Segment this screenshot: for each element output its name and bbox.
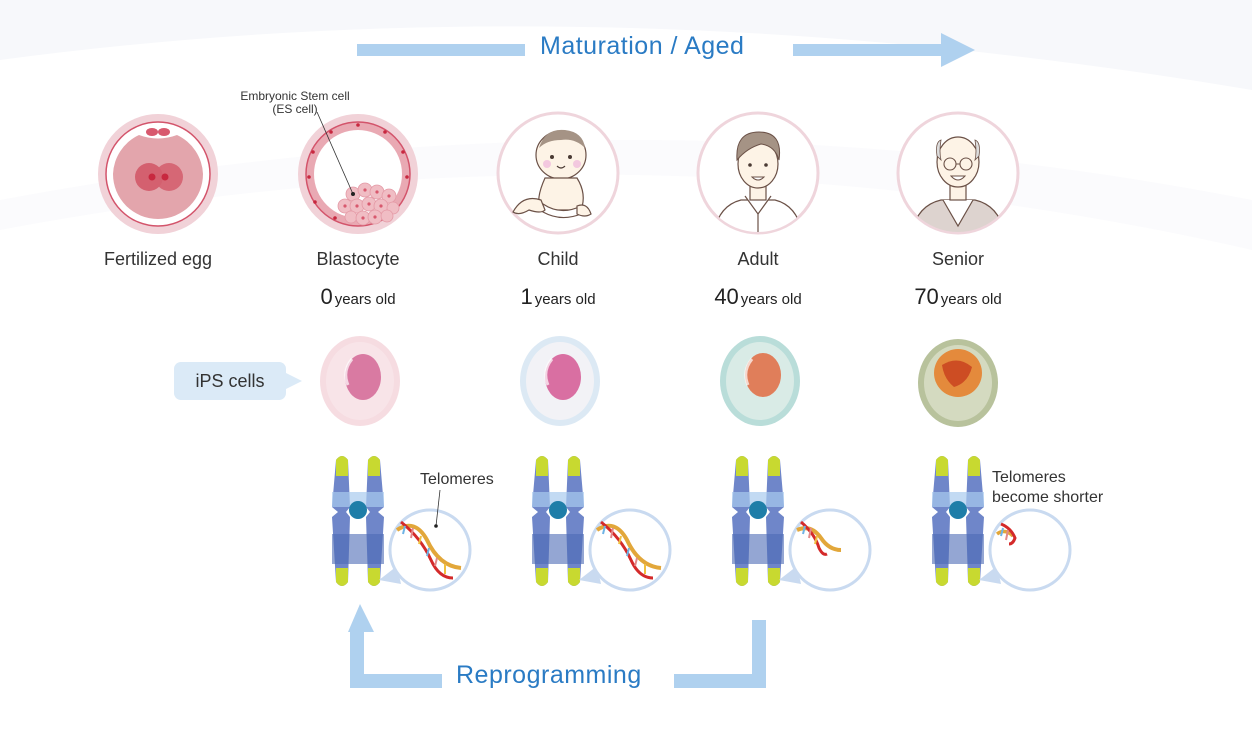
age-unit: years old xyxy=(940,291,1002,308)
age-value: 0 xyxy=(320,284,333,309)
age-value: 1 xyxy=(520,284,533,309)
telomeres-shorter-line2: become shorter xyxy=(992,489,1104,506)
dna-magnifier-medium xyxy=(779,508,872,592)
telomeres-pointer-line xyxy=(434,490,441,528)
age-unit: years old xyxy=(534,291,596,308)
es-cell-annotation: Embryonic Stem cell (ES cell) xyxy=(230,90,360,116)
senior-cell-icon xyxy=(918,339,998,427)
stage-label-adult: Adult xyxy=(737,249,779,269)
stage-label-blastocyte: Blastocyte xyxy=(316,249,400,269)
age-unit: years old xyxy=(334,291,396,308)
es-cell-line2: (ES cell) xyxy=(272,102,318,116)
maturation-label: Maturation / Aged xyxy=(540,32,745,60)
age-value: 40 xyxy=(714,284,739,309)
adult-portrait-icon xyxy=(696,111,820,235)
stage-label-fertilized-egg: Fertilized egg xyxy=(103,249,213,269)
age-value: 70 xyxy=(914,284,939,309)
reprogramming-label: Reprogramming xyxy=(456,661,642,689)
chromosome-icon xyxy=(532,456,584,586)
fertilized-egg-icon xyxy=(98,114,218,234)
ips-cells-callout: iPS cells xyxy=(174,362,302,400)
adult-cell-icon xyxy=(720,336,800,426)
child-portrait-icon xyxy=(496,111,620,235)
es-cell-line1: Embryonic Stem cell xyxy=(240,89,350,103)
chromosome-icon xyxy=(932,456,984,586)
blastocyte-icon xyxy=(298,112,418,234)
maturation-arrow xyxy=(357,33,975,67)
senior-portrait-icon xyxy=(896,111,1020,235)
age-unit: years old xyxy=(740,291,802,308)
reprogramming-arrow xyxy=(348,604,766,688)
telomeres-shorter-note: Telomeres become shorter xyxy=(992,468,1103,508)
child-cell-icon xyxy=(520,336,600,426)
chromosome-icon xyxy=(732,456,784,586)
dna-magnifier-full xyxy=(379,508,472,592)
dna-magnifier-full xyxy=(579,508,672,592)
ips-cell-icon xyxy=(320,336,400,426)
chromosome-icon xyxy=(332,456,384,586)
stage-label-child: Child xyxy=(537,249,579,269)
dna-magnifier-short xyxy=(979,508,1072,592)
stage-label-senior: Senior xyxy=(931,249,985,269)
telomeres-shorter-line1: Telomeres xyxy=(992,469,1066,486)
telomeres-label: Telomeres xyxy=(420,471,494,488)
